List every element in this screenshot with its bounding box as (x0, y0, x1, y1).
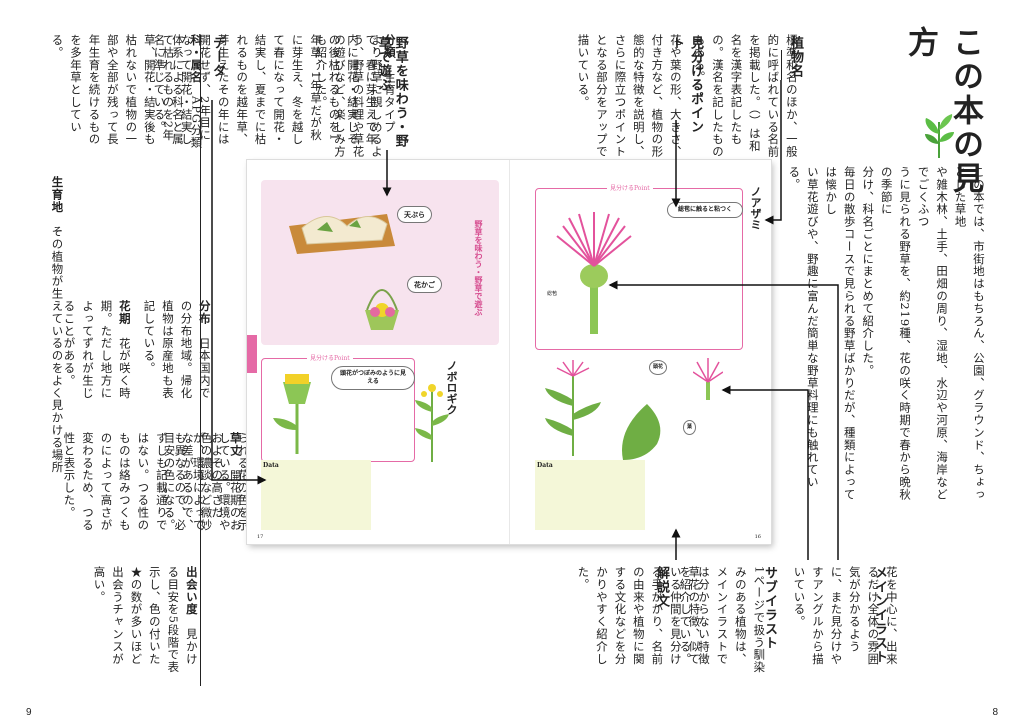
data-item-type: 分類 生育タイプで、春に芽生えて年内に開花・結実しその後枯れるものを1年草、1年… (50, 34, 397, 146)
noazami-name: ノアザミ (749, 186, 762, 230)
intro-text: この本では、市街地はもちろん、公園、グラウンド、ちょっとした草地や雑木林、土手、… (787, 166, 986, 501)
left-data-table: Data (261, 460, 371, 530)
data-item-habitat: 生育地 その植物が生えているのをよく見かける場所 (50, 176, 65, 474)
enjoy-text: より野草に親しめるよう、野草の料理や草花の遊びなど、楽しみ方も紹介した。 (314, 34, 384, 158)
main-illust-heading: メインイラスト (872, 566, 887, 664)
right-point-title: 総苞に触ると粘つく (667, 202, 743, 219)
right-point-badge: 見分けるPoint (607, 183, 653, 192)
data-item-season: 花期 花が咲く時期。ただし地方によってずれが生じることがある。 (62, 300, 132, 400)
plant-name-heading: 植物名 (788, 36, 803, 78)
main-illust-text: 花を中心に、出来るだけ全体の雰囲気が分かるように、また見分けやすアングルから描い… (792, 566, 899, 666)
thistle-plant-illustration (543, 356, 603, 460)
data-item-height: 草丈 開花期のおおよその高さだが、環境によっても異なるので、必ずしも記載通りでは… (62, 432, 243, 532)
bract-label: 総苞 (547, 291, 558, 297)
thistle-head-illustration (549, 204, 639, 338)
thistle-small-head (692, 356, 724, 404)
tempura-bubble: 天ぷら (397, 206, 432, 224)
points-text: 花や葉の形、大きさ、付き方など、植物の形態的な特徴を説明し、さらに際立つポイント… (576, 34, 683, 158)
sample-spread: 天ぷら 花かご 野草を味わう・野草で遊ぶ 見分けるPoint 頭花がつぼみのよう… (247, 160, 771, 544)
thistle-leaf-illustration (617, 400, 667, 468)
data-item-distribution: 分布 日本国内での分布地域。帰化植物は原産地も表記している。 (142, 300, 212, 400)
sub-illust-text: 1ページで扱う馴染みのある植物は、メインイラストでは分からない特徴を紹介している… (678, 566, 767, 674)
left-point-title: 頭花がつぼみのように見える (331, 366, 415, 391)
explain-text: 草花の特徴、似ている仲間を見分ける手がかり、名前の由来や植物に関する文化などを分… (576, 566, 702, 666)
explain-heading: 解説文 (654, 566, 669, 608)
page-title: この本の見方 (902, 26, 983, 196)
data-item-encounter: 出会い度 見かける目安を5段階で表示し、色の付いた★の数が多いほど出会うチャンス… (92, 566, 199, 674)
enjoy-panel-label: 野草を味わう・野草で遊ぶ (474, 220, 483, 316)
plant-name-text: 標準和名のほか、一般的に呼ばれている名前を掲載した。（）は和名を漢字表記したもの… (692, 34, 799, 158)
head-badge: 頭花 (649, 360, 668, 375)
right-data-table: Data (535, 460, 645, 530)
left-page-number: 17 (257, 534, 264, 540)
data-item-family: 科・属名 APG分類体系による科名と属名に準じている。 (152, 34, 204, 149)
page-number-left: 9 (26, 707, 32, 718)
spread-gutter (509, 160, 510, 544)
groundsel-head-illustration (269, 370, 325, 458)
leaf-badge: 葉 (683, 420, 697, 435)
page-number-right: 8 (992, 707, 998, 718)
sprout-icon (920, 112, 958, 160)
groundsel-illustration (413, 382, 451, 466)
nobirogiku-name: ノボロギク (445, 360, 458, 415)
basket-illustration (347, 260, 417, 339)
sub-illust-heading: サブイラスト (762, 566, 777, 650)
data-heading: データ (210, 36, 225, 78)
tempura-illustration (287, 196, 397, 260)
basket-bubble: 花かご (407, 276, 442, 294)
side-tab (247, 335, 257, 373)
left-point-badge: 見分けるPoint (307, 353, 353, 362)
right-page-number: 16 (754, 534, 761, 540)
points-heading: 見分けるポイント (669, 36, 703, 134)
enjoy-heading: 野草を味わう・野草で遊ぶ (375, 36, 408, 148)
